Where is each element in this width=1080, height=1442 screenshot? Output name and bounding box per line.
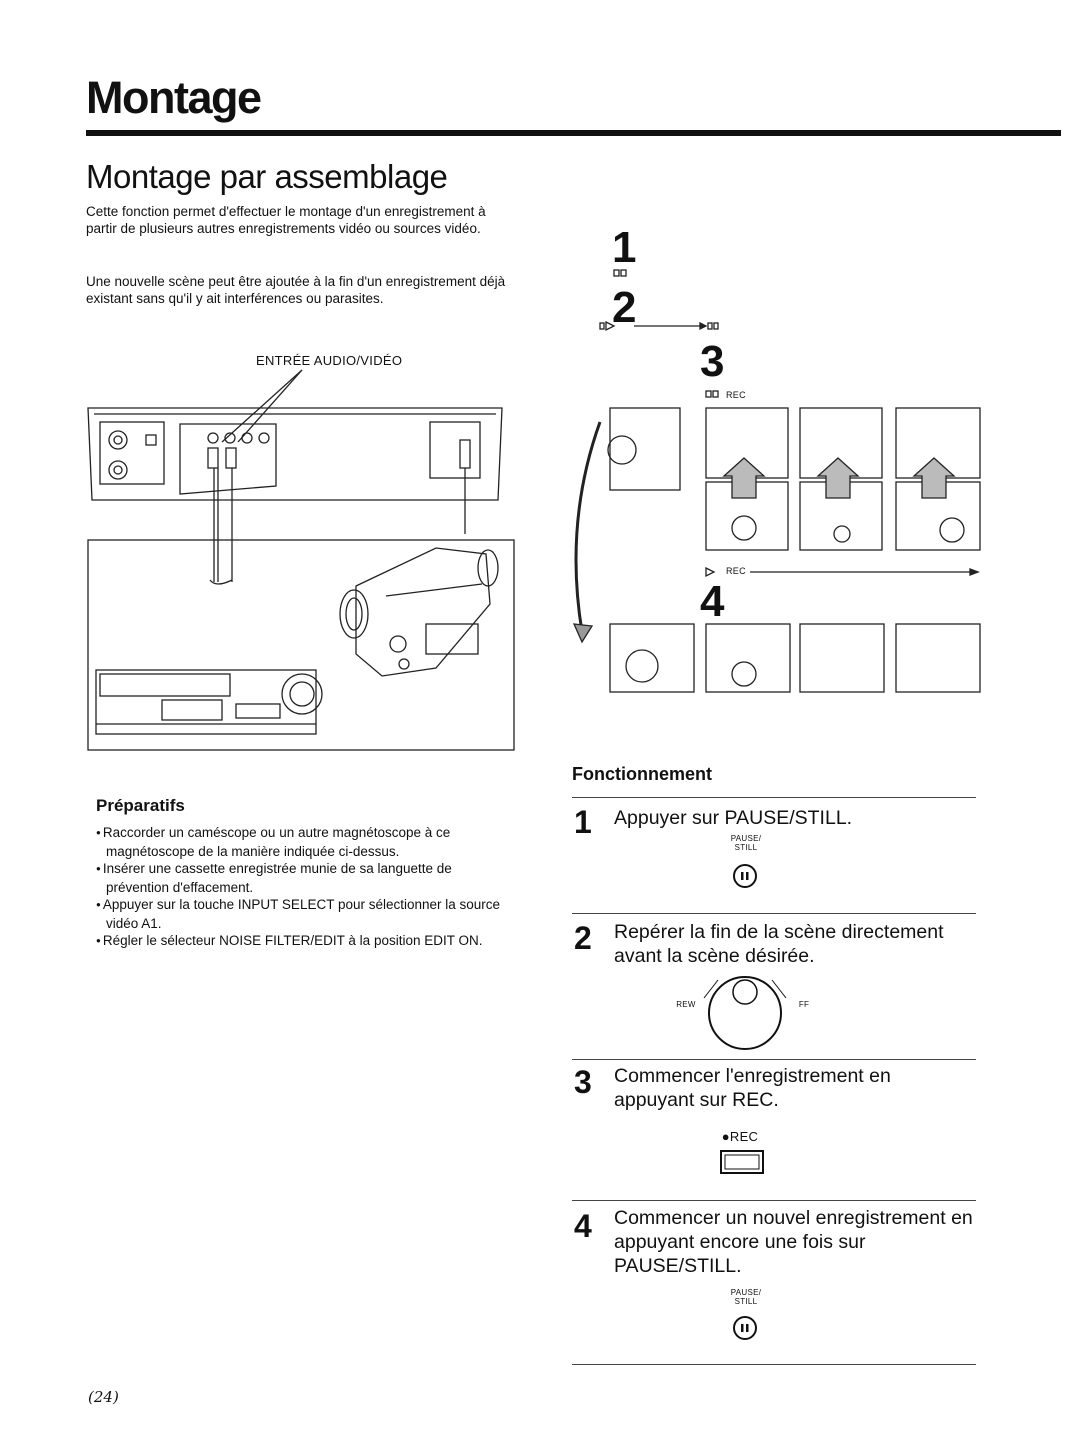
step-text: Appuyer sur PAUSE/STILL. — [614, 807, 853, 829]
step-number: 3 — [574, 1064, 592, 1100]
rec-key-label: ●REC — [721, 1129, 759, 1144]
title-rule — [86, 130, 1061, 136]
rec-label-step-4: REC — [726, 566, 746, 576]
preparatifs-list: Raccorder un caméscope ou un autre magné… — [96, 824, 516, 951]
step-divider — [572, 1059, 976, 1060]
intro-paragraph-1: Cette fonction permet d'effectuer le mon… — [86, 204, 486, 236]
sequence-step-3: 3 — [700, 337, 725, 386]
rec-button-icon — [720, 1150, 764, 1174]
sequence-step-4: 4 — [700, 577, 725, 626]
jog-dial-icon — [703, 976, 787, 1050]
step-text: Repérer la fin de la scène directement a… — [614, 921, 944, 967]
section-title: Montage par assemblage — [86, 158, 448, 195]
ff-key-label: FF — [798, 1000, 810, 1009]
step-text: Commencer l'enregistrement en appuyant s… — [614, 1065, 891, 1111]
rec-label-step-3: REC — [726, 390, 746, 400]
step-divider — [572, 1200, 976, 1201]
step-divider — [572, 797, 976, 798]
step-divider — [572, 1364, 976, 1365]
step-number: 2 — [574, 920, 592, 956]
rew-key-label: REW — [676, 1000, 696, 1009]
sequence-step-1: 1 — [612, 223, 637, 272]
preparatifs-heading: Préparatifs — [96, 796, 185, 815]
list-item: Régler le sélecteur NOISE FILTER/EDIT à … — [96, 932, 516, 951]
audio-video-input-label: ENTRÉE AUDIO/VIDÉO — [256, 353, 403, 368]
connection-diagram — [87, 369, 515, 751]
sequence-diagram — [572, 269, 981, 693]
step-number: 4 — [574, 1208, 592, 1244]
fonctionnement-heading: Fonctionnement — [572, 764, 712, 784]
list-item: Raccorder un caméscope ou un autre magné… — [96, 824, 516, 860]
step-text: Commencer un nouvel enregistrement en ap… — [614, 1207, 973, 1277]
page-title: Montage — [86, 72, 262, 123]
pause-still-key-label: PAUSE/ STILL — [730, 834, 762, 852]
list-item: Appuyer sur la touche INPUT SELECT pour … — [96, 896, 516, 932]
intro-paragraph-2: Une nouvelle scène peut être ajoutée à l… — [86, 274, 506, 306]
page-number: (24) — [88, 1388, 119, 1406]
step-number: 1 — [574, 804, 592, 840]
pause-still-button-icon — [733, 864, 757, 888]
sequence-step-2: 2 — [612, 283, 637, 332]
list-item: Insérer une cassette enregistrée munie d… — [96, 860, 516, 896]
step-divider — [572, 913, 976, 914]
pause-still-button-icon — [733, 1316, 757, 1340]
pause-still-key-label: PAUSE/ STILL — [730, 1288, 762, 1306]
